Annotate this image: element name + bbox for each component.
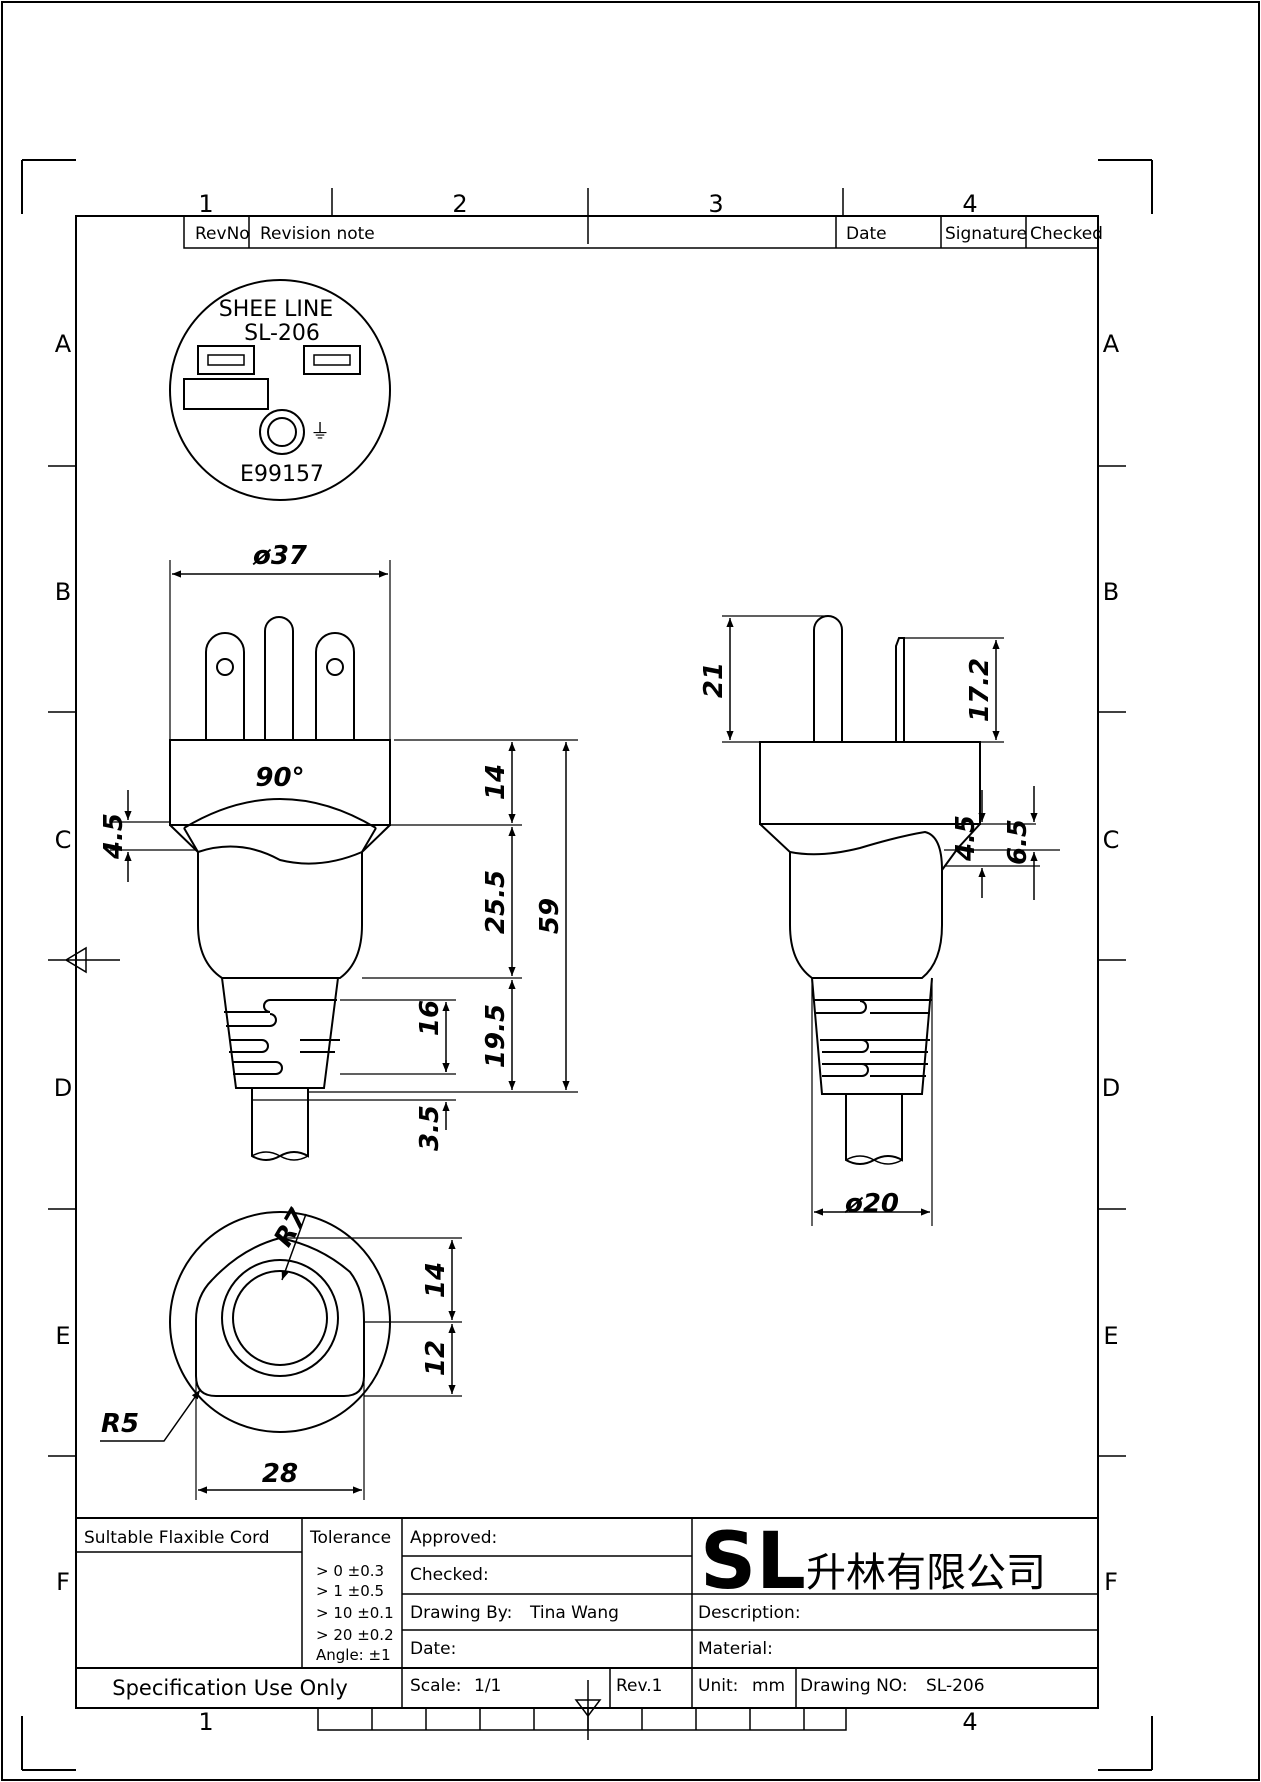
column-label: 4 (962, 1708, 977, 1736)
dim-bottom-corner-radius: R5 (101, 1409, 139, 1439)
dim-bottom-radius-inner: R7 (269, 1203, 314, 1252)
dim-sleeve-grip: 16 (415, 1000, 445, 1036)
material-label: Material: (698, 1639, 773, 1659)
dim-shoulder: 4.5 (99, 813, 129, 860)
description-label: Description: (698, 1603, 801, 1623)
ground-icon: ⏚ (310, 419, 330, 443)
frame-column-labels-top: 1 2 3 4 (198, 190, 977, 218)
dim-bottom-width: 28 (262, 1459, 298, 1489)
dim-sleeve-gap: 3.5 (415, 1105, 445, 1151)
tolerance-item: > 0 ±0.3 (316, 1562, 384, 1580)
unit-value: mm (752, 1676, 785, 1696)
date-label: Date: (410, 1639, 456, 1659)
column-label: 3 (708, 190, 723, 218)
tolerance-item: > 20 ±0.2 (316, 1626, 394, 1644)
cord-label: Sultable Flaxible Cord (84, 1528, 270, 1548)
dim-front-width: ø37 (252, 541, 308, 571)
company-logo: SL (700, 1517, 806, 1607)
dim-body-mid: 25.5 (481, 870, 511, 934)
dim-angle: 90° (255, 763, 304, 793)
column-label: 4 (962, 190, 977, 218)
row-label: B (55, 578, 71, 606)
column-label: 1 (198, 1708, 213, 1736)
row-label: E (55, 1322, 70, 1350)
revision-header: Revision note (260, 224, 375, 244)
tolerance-item: > 1 ±0.5 (316, 1582, 384, 1600)
model-text: SL-206 (244, 321, 320, 346)
row-label: F (56, 1568, 70, 1596)
row-label: A (55, 330, 72, 358)
row-label: E (1103, 1322, 1118, 1350)
checked-label: Checked: (410, 1565, 489, 1585)
dim-sleeve: 19.5 (481, 1004, 511, 1068)
dim-side-step-b: 6.5 (1003, 819, 1033, 865)
drawn-by-label: Drawing By: (410, 1603, 512, 1623)
dim-side-cord-dia: ø20 (844, 1189, 899, 1219)
row-label: B (1103, 578, 1119, 606)
drawn-by-value: Tina Wang (529, 1603, 619, 1623)
dim-body-total: 59 (535, 898, 565, 934)
pin-slot-right (303, 345, 361, 375)
revision-label: Rev.1 (616, 1676, 662, 1696)
dim-side-pin-long: 21 (699, 662, 729, 698)
revision-table: RevNo Revision note Date Signature Check… (183, 216, 1103, 249)
side-view-dimensions: 21 17.2 4.5 6.5 ø20 (699, 615, 1060, 1226)
plug-face-view: SHEE LINE SL-206 ⏚ E99157 (169, 279, 391, 501)
front-view (169, 616, 391, 1161)
drawing-number-label: Drawing NO: (800, 1676, 908, 1696)
side-view (759, 615, 981, 1165)
revision-header: Checked (1030, 224, 1103, 244)
title-block: Sultable Flaxible Cord Tolerance > 0 ±0.… (76, 1517, 1098, 1731)
dim-body-top: 14 (481, 764, 511, 800)
company-name: 升林有限公司 (806, 1550, 1046, 1596)
frame-row-labels: A B C D E F A B C D E F (54, 330, 1120, 1596)
row-label: C (1103, 826, 1120, 854)
tolerance-item: > 10 ±0.1 (316, 1604, 394, 1622)
row-label: D (1102, 1074, 1120, 1102)
tolerance-item: Angle: ±1 (316, 1646, 391, 1664)
column-label: 1 (198, 190, 213, 218)
approved-label: Approved: (410, 1528, 497, 1548)
revision-header: Date (846, 224, 887, 244)
pin-slot-left (197, 345, 255, 375)
row-label: C (55, 826, 72, 854)
bottom-view (169, 1211, 391, 1433)
dim-side-step-a: 4.5 (951, 815, 981, 862)
column-label: 2 (452, 190, 467, 218)
tolerance-label: Tolerance (309, 1528, 391, 1548)
row-label: A (1103, 330, 1120, 358)
dim-bottom-lower: 12 (421, 1340, 451, 1376)
dim-side-pin-short: 17.2 (965, 658, 995, 722)
revision-header: Signature (945, 224, 1027, 244)
revision-header: RevNo (195, 224, 250, 244)
label-box (183, 378, 269, 410)
drawing-number-value: SL-206 (926, 1676, 985, 1696)
spec-note: Specification Use Only (112, 1676, 348, 1700)
ground-pin-hole (259, 409, 305, 455)
unit-label: Unit: (698, 1676, 738, 1696)
brand-text: SHEE LINE (219, 297, 333, 322)
bottom-view-dimensions: R7 14 12 R5 28 (100, 1203, 462, 1500)
front-view-dimensions: ø37 90° 4.5 14 25.5 59 19.5 16 3.5 (99, 541, 578, 1151)
scale-value: 1/1 (474, 1676, 501, 1696)
scale-label: Scale: (410, 1676, 461, 1696)
dim-bottom-upper: 14 (421, 1262, 451, 1298)
row-label: F (1104, 1568, 1118, 1596)
row-label: D (54, 1074, 72, 1102)
frame-column-labels-bottom: 1 4 (198, 1708, 977, 1736)
cert-number: E99157 (240, 462, 324, 487)
